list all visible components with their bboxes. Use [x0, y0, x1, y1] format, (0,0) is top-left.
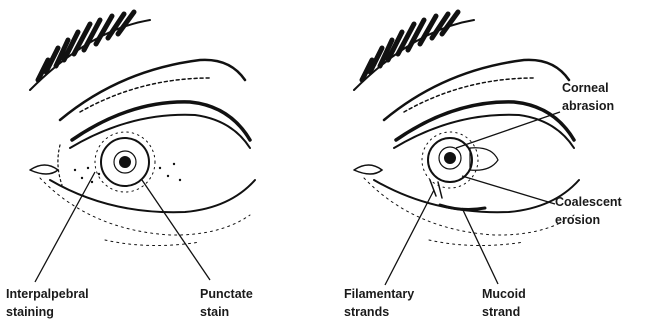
label-punctate-line2: stain [200, 305, 229, 319]
right-eye-illustration [354, 12, 579, 246]
label-interpalpebral-line2: staining [6, 305, 54, 319]
leader-mucoid [462, 208, 498, 284]
label-filamentary-line1: Filamentary [344, 287, 414, 301]
leader-punctate [142, 180, 210, 280]
label-mucoid-line2: strand [482, 305, 520, 319]
label-mucoid-line1: Mucoid [482, 287, 526, 301]
left-upper-lid-margin [72, 102, 250, 140]
label-coalescent-line2: erosion [555, 213, 600, 227]
label-punctate-line1: Punctate [200, 287, 253, 301]
right-upper-lid-margin [396, 102, 574, 140]
left-pupil [119, 156, 131, 168]
right-lower-lid [374, 180, 579, 212]
label-corneal-line1: Corneal [562, 81, 609, 95]
left-eye-illustration [30, 12, 255, 246]
label-corneal-line2: abrasion [562, 99, 614, 113]
label-filamentary-line2: strands [344, 305, 389, 319]
leader-coalescent-erosion [462, 176, 555, 204]
label-interpalpebral-line1: Interpalpebral [6, 287, 89, 301]
coalescent-erosion-patch [470, 148, 498, 171]
right-pupil [444, 152, 456, 164]
label-coalescent-line1: Coalescent [555, 195, 623, 209]
leader-filamentary [385, 190, 434, 285]
